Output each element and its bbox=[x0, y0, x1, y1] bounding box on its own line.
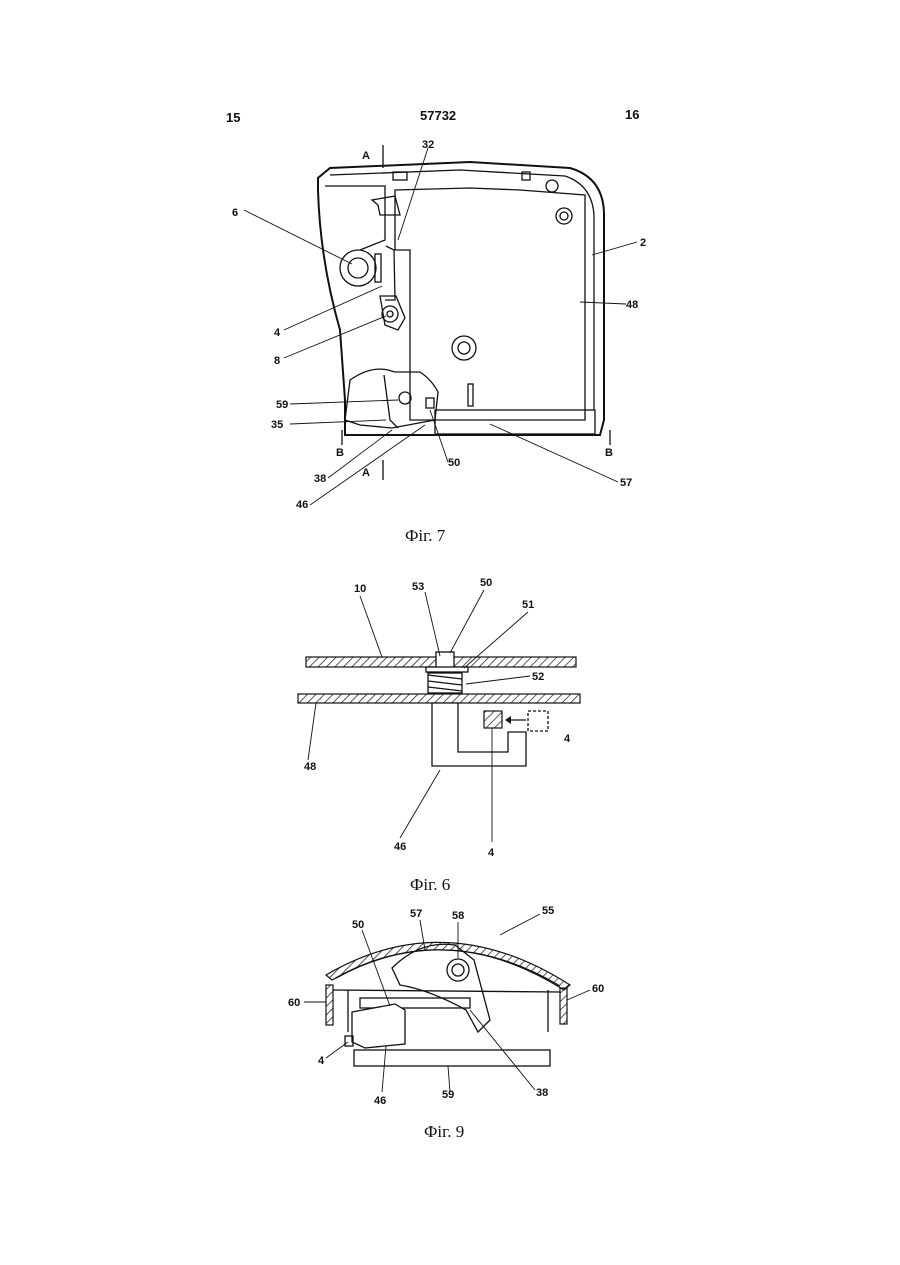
reference-label: 46 bbox=[296, 499, 308, 511]
reference-label: 46 bbox=[394, 841, 406, 853]
reference-label: 59 bbox=[276, 399, 288, 411]
reference-label: 4 bbox=[564, 733, 571, 745]
reference-label: 4 bbox=[488, 847, 495, 859]
reference-label: 60 bbox=[592, 983, 604, 995]
reference-label: 51 bbox=[522, 599, 534, 611]
reference-label: B bbox=[605, 447, 613, 459]
reference-label: 60 bbox=[288, 997, 300, 1009]
plate-48 bbox=[395, 188, 585, 420]
reference-label: 48 bbox=[304, 761, 316, 773]
figure-9-drawing: 57 58 55 50 60 60 4 46 59 38 bbox=[288, 905, 604, 1107]
reference-label: 10 bbox=[354, 583, 366, 595]
reference-label: 50 bbox=[480, 577, 492, 589]
reference-label: A bbox=[362, 467, 370, 479]
figure-9-caption: Фіг. 9 bbox=[424, 1122, 464, 1142]
reference-label: 2 bbox=[640, 237, 646, 249]
reference-label: 38 bbox=[536, 1087, 548, 1099]
reference-label: 4 bbox=[274, 327, 281, 339]
reference-label: 50 bbox=[448, 457, 460, 469]
reference-label: 55 bbox=[542, 905, 554, 917]
reference-label: 58 bbox=[452, 910, 464, 922]
reference-label: 57 bbox=[410, 908, 422, 920]
reference-label: 48 bbox=[626, 299, 638, 311]
figure-7-drawing: A 32 6 2 48 4 8 59 35 B 38 50 B A 46 57 bbox=[232, 139, 646, 511]
reference-label: 46 bbox=[374, 1095, 386, 1107]
figure-7-caption: Фіг. 7 bbox=[405, 526, 445, 546]
reference-label: 50 bbox=[352, 919, 364, 931]
reference-label: 38 bbox=[314, 473, 326, 485]
figure-6-caption: Фіг. 6 bbox=[410, 875, 450, 895]
housing-outline bbox=[318, 162, 604, 435]
reference-label: 6 bbox=[232, 207, 238, 219]
reference-label: 52 bbox=[532, 671, 544, 683]
reference-label: B bbox=[336, 447, 344, 459]
figure-6-drawing: 10 53 50 51 52 48 4 46 4 bbox=[298, 577, 580, 859]
reference-label: 4 bbox=[318, 1055, 325, 1067]
reference-label: 59 bbox=[442, 1089, 454, 1101]
reference-label: 57 bbox=[620, 477, 632, 489]
reference-label: 53 bbox=[412, 581, 424, 593]
reference-label: 32 bbox=[422, 139, 434, 151]
reference-label: 8 bbox=[274, 355, 280, 367]
slider-57 bbox=[435, 410, 595, 434]
reference-label: 35 bbox=[271, 419, 283, 431]
reference-label: A bbox=[362, 150, 370, 162]
